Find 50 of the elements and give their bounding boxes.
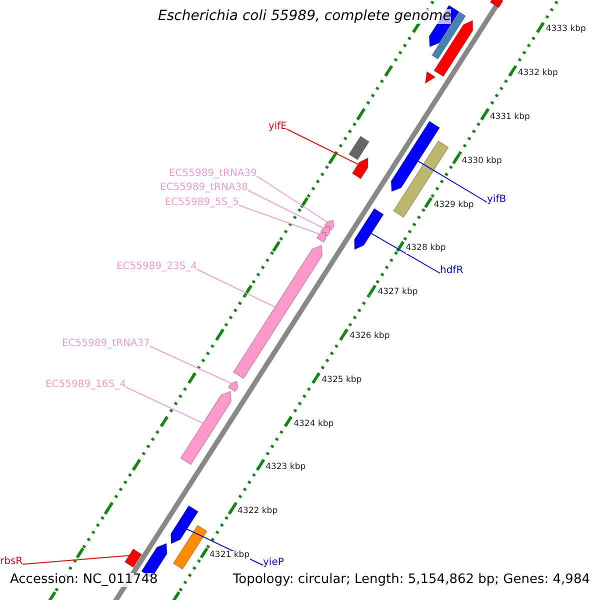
gene-label: EC55989_tRNA39: [168, 168, 257, 179]
scale-label: 4323 kbp: [266, 463, 306, 473]
gene-label: rbsR: [0, 556, 23, 567]
scale-label: 4331 kbp: [490, 113, 530, 122]
leader-line: [238, 204, 320, 234]
leader-line: [126, 386, 204, 424]
gene-feature: [170, 505, 199, 544]
gene-label: EC55989_tRNA37: [62, 338, 150, 349]
gene-feature: [180, 390, 232, 466]
scale-label: 4324 kbp: [294, 420, 334, 429]
gene-label: EC55989_tRNA38: [160, 182, 248, 193]
gene-label: yifE: [268, 121, 287, 132]
scale-label: 4321 kbp: [210, 551, 250, 560]
scale-label: 4327 kbp: [378, 288, 418, 298]
leader-line: [22, 555, 130, 565]
leader-line: [150, 346, 232, 384]
gene-feature: [124, 548, 142, 568]
scale-label: 4332 kbp: [518, 69, 558, 79]
accession-text: Accession: NC_011748: [8, 573, 160, 588]
leader-line: [248, 190, 324, 228]
gene-label: EC55989_5S_5: [164, 197, 239, 208]
leader-line: [256, 176, 328, 222]
gene-feature: [316, 232, 327, 243]
leader-line: [286, 128, 359, 165]
gene-feature: [354, 208, 384, 250]
gene-feature: [232, 244, 323, 380]
scale-label: 4333 kbp: [546, 25, 586, 35]
scale-label: 4330 kbp: [462, 156, 502, 166]
gene-label: yieP: [263, 557, 284, 568]
scale-label: 4322 kbp: [238, 507, 278, 517]
gene-feature: [352, 157, 368, 180]
gene-feature: [490, 0, 503, 8]
leader-line: [418, 160, 488, 203]
gene-feature: [424, 70, 436, 84]
scale-label: 4325 kbp: [322, 376, 362, 386]
scale-label: 4326 kbp: [350, 332, 390, 342]
scale-label: 4329 kbp: [434, 200, 474, 210]
scale-label: 4328 kbp: [406, 244, 446, 254]
gene-feature: [172, 524, 208, 570]
gene-feature: [390, 120, 440, 192]
gene-feature: [348, 136, 370, 160]
gene-feature: [228, 380, 238, 392]
leader-line: [196, 268, 276, 308]
gene-label: yifB: [487, 194, 506, 205]
map-title: Escherichia coli 55989, complete genome: [158, 9, 452, 24]
gene-label: EC55989_23S_4: [116, 261, 197, 272]
gene-label: EC55989_16S_4: [45, 379, 126, 390]
gene-label: hdfR: [440, 265, 464, 276]
genome-stats-text: Topology: circular; Length: 5,154,862 bp; Genes: 4,984: [230, 573, 592, 588]
leader-line: [370, 232, 440, 274]
